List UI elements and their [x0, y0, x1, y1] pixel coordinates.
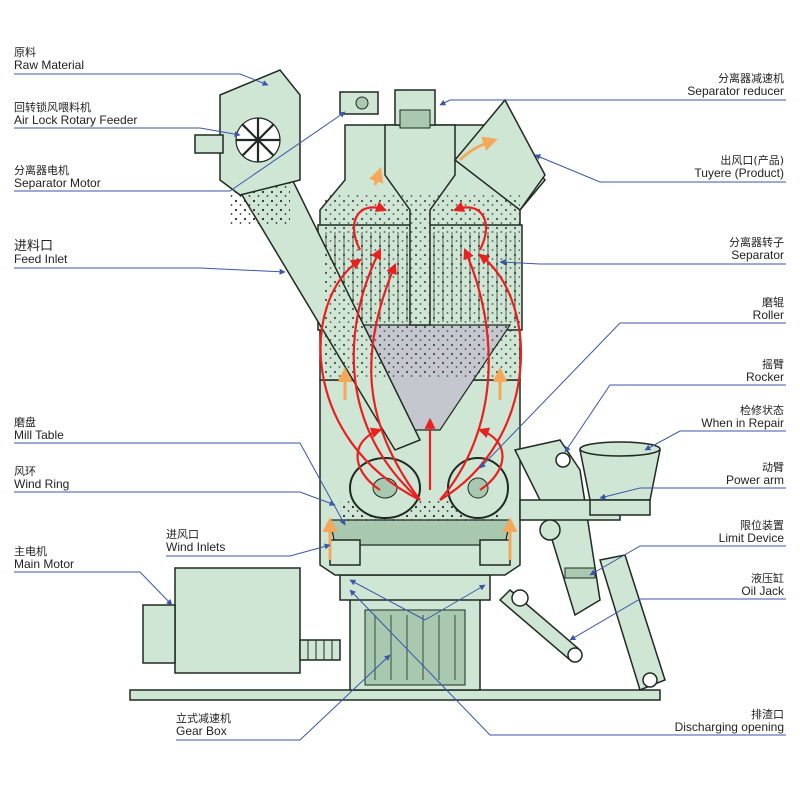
wind-ring-right: [480, 540, 510, 565]
motor-end-cap: [143, 605, 175, 663]
gear-box-top: [340, 575, 490, 600]
label-en: When in Repair: [701, 417, 784, 430]
label-en: Mill Table: [14, 429, 64, 442]
leader-separator: [500, 262, 786, 264]
label-en: Separator Motor: [14, 177, 101, 190]
label-discharging-opening: 排渣口 Discharging opening: [675, 708, 784, 734]
leader-oil-jack: [570, 599, 786, 640]
label-main-motor: 主电机 Main Motor: [14, 545, 74, 571]
label-en: Wind Inlets: [166, 541, 225, 554]
leader-separator-reducer: [440, 100, 786, 105]
label-en: Roller: [753, 309, 784, 322]
leader-when-in-repair: [645, 431, 786, 450]
label-feed-inlet: 进料口 Feed Inlet: [14, 240, 67, 266]
base-plate: [130, 690, 660, 700]
reducer-flange: [400, 110, 430, 128]
power-arm-pivot: [540, 520, 560, 540]
motor-hub: [356, 97, 368, 109]
label-when-in-repair: 检修状态 When in Repair: [701, 404, 784, 430]
label-en: Rocker: [746, 371, 784, 384]
label-roller: 磨辊 Roller: [753, 296, 784, 322]
label-mill-table: 磨盘 Mill Table: [14, 416, 64, 442]
label-en: Tuyere (Product): [694, 167, 784, 180]
label-power-arm: 动臂 Power arm: [726, 461, 784, 487]
oil-jack-pivot: [643, 673, 657, 687]
label-en: Raw Material: [14, 59, 84, 72]
label-gear-box: 立式减速机 Gear Box: [176, 712, 231, 738]
repair-roller-base: [590, 500, 650, 515]
label-separator: 分离器转子 Separator: [729, 236, 784, 262]
label-en: Gear Box: [176, 725, 231, 738]
label-en: Separator: [729, 249, 784, 262]
leader-main-motor: [14, 572, 172, 605]
lower-pivot: [512, 590, 528, 606]
leader-wind-ring: [14, 492, 335, 505]
rocker-pivot: [556, 453, 570, 467]
label-tuyere: 出风口(产品) Tuyere (Product): [694, 154, 784, 180]
label-en: Main Motor: [14, 558, 74, 571]
wind-ring-left: [330, 540, 360, 565]
label-en: Limit Device: [719, 532, 784, 545]
label-en: Wind Ring: [14, 478, 69, 491]
coupling-shaft: [300, 640, 340, 660]
label-rocker: 摇臂 Rocker: [746, 358, 784, 384]
label-air-lock-feeder: 回转锁风喂料机 Air Lock Rotary Feeder: [14, 101, 137, 127]
leader-raw-material: [14, 74, 268, 85]
label-wind-ring: 风环 Wind Ring: [14, 465, 69, 491]
oil-jack-cylinder: [600, 555, 665, 690]
feeder-motor: [195, 135, 223, 153]
label-limit-device: 限位装置 Limit Device: [719, 519, 784, 545]
label-separator-reducer: 分离器减速机 Separator reducer: [687, 72, 784, 98]
label-en: Oil Jack: [741, 585, 784, 598]
leader-air-lock-feeder: [14, 128, 240, 135]
base-pivot: [568, 648, 582, 662]
label-oil-jack: 液压缸 Oil Jack: [741, 572, 784, 598]
label-en: Power arm: [726, 474, 784, 487]
label-en: Air Lock Rotary Feeder: [14, 114, 137, 127]
main-motor: [175, 568, 300, 673]
label-en: Feed Inlet: [14, 253, 67, 266]
label-wind-inlets: 进风口 Wind Inlets: [166, 528, 225, 554]
repair-roller-top: [580, 442, 660, 456]
limit-device: [565, 568, 595, 578]
label-separator-motor: 分离器电机 Separator Motor: [14, 164, 101, 190]
label-en: Separator reducer: [687, 85, 784, 98]
label-en: Discharging opening: [675, 721, 784, 734]
roller-right-hub: [468, 478, 488, 498]
label-raw-material: 原料 Raw Material: [14, 46, 84, 72]
leader-feed-inlet: [14, 268, 285, 272]
